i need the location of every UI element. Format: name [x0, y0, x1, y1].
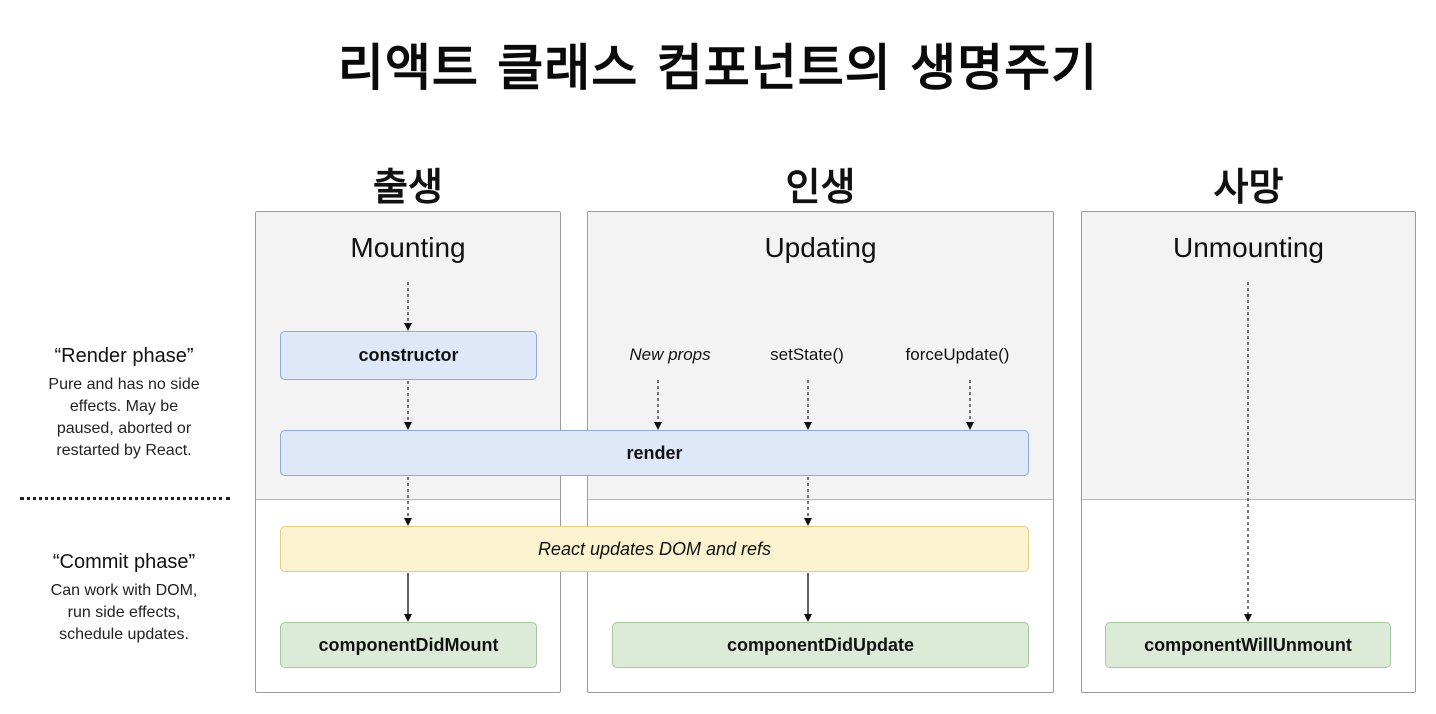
trigger-set-state: setState()	[770, 345, 844, 364]
trigger-new-props: New props	[629, 345, 711, 364]
render-box: render	[280, 430, 1029, 476]
component-did-mount-box: componentDidMount	[280, 622, 537, 668]
phase-divider	[20, 497, 230, 500]
unmounting-title: Unmounting	[1173, 232, 1324, 263]
render-phase-title: “Render phase”	[54, 345, 194, 367]
commit-phase-title: “Commit phase”	[52, 551, 196, 573]
component-will-unmount-box: componentWillUnmount	[1105, 622, 1391, 668]
constructor-box: constructor	[280, 331, 537, 380]
render-phase-description: Pure and has no side effects. May be pau…	[48, 376, 200, 459]
component-did-update-box: componentDidUpdate	[612, 622, 1029, 668]
mounting-title: Mounting	[350, 232, 466, 263]
stage-life-heading: 인생	[785, 165, 856, 209]
stage-death-heading: 사망	[1213, 165, 1284, 209]
commit-phase-description: Can work with DOM, run side effects, sch…	[50, 582, 198, 643]
trigger-force-update: forceUpdate()	[905, 345, 1010, 364]
stage-birth-heading: 출생	[373, 165, 443, 209]
react-updates-dom-box: React updates DOM and refs	[280, 526, 1029, 572]
page-title: 리액트 클래스 컴포넌트의 생명주기	[337, 39, 1099, 97]
updating-title: Updating	[764, 232, 877, 263]
